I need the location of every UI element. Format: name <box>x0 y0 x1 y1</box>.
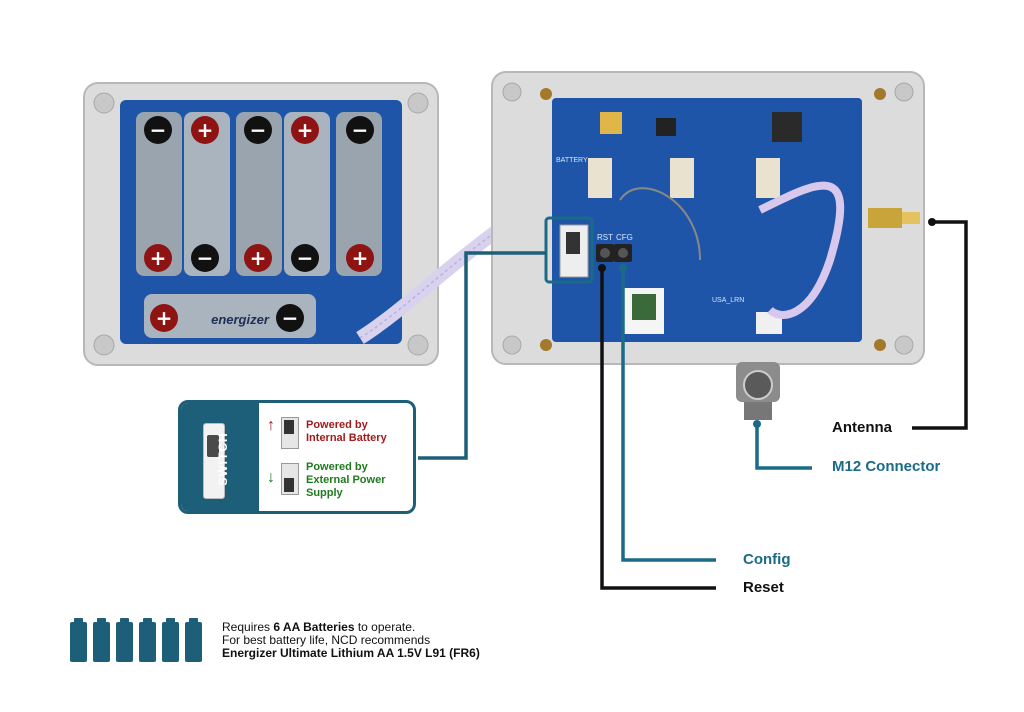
board-battery-text: BATTERY <box>556 157 588 164</box>
battery-enclosure: − + − + − + − + − + + − energizer <box>83 82 439 366</box>
battery-icon <box>70 622 87 662</box>
switch-leader <box>418 251 546 460</box>
board-model-text: USA_LRN <box>712 297 744 304</box>
config-label: Config <box>743 551 791 568</box>
m12-leader <box>755 426 812 470</box>
svg-text:−: − <box>282 306 299 330</box>
note-battery-count: 6 AA Batteries <box>273 620 355 634</box>
svg-text:+: + <box>352 246 369 270</box>
note-prefix: Requires <box>222 620 274 634</box>
switch-down-icon <box>281 463 299 495</box>
internal-battery-label: Powered by Internal Battery <box>306 419 387 444</box>
svg-text:+: + <box>156 306 173 330</box>
battery-icon <box>116 622 133 662</box>
svg-text:−: − <box>297 246 314 270</box>
antenna-leader <box>912 220 968 430</box>
svg-text:+: + <box>250 246 267 270</box>
up-arrow-icon: ↑ <box>267 417 275 434</box>
note-battery-model: Energizer Ultimate Lithium AA 1.5V L91 (… <box>222 646 480 660</box>
battery-requirement-note: Requires 6 AA Batteries to operate. For … <box>222 621 480 660</box>
battery-cells <box>136 112 382 338</box>
down-arrow-icon: ↓ <box>267 469 275 486</box>
reset-leader <box>600 270 716 590</box>
switch-title: SWITCH <box>216 432 230 486</box>
battery-brand-text: energizer <box>211 312 270 327</box>
antenna-label: Antenna <box>832 419 892 436</box>
switch-legend-panel: SWITCH <box>181 403 259 511</box>
board-rst-text: RST <box>597 233 613 242</box>
note-recommendation: For best battery life, NCD recommends <box>222 633 431 647</box>
switch-highlight <box>544 216 594 284</box>
switch-knob <box>207 435 219 457</box>
reset-label: Reset <box>743 579 784 596</box>
main-enclosure: BATTERY RST CFG ncd.io USA_LRN <box>491 71 925 420</box>
svg-text:−: − <box>150 118 167 142</box>
main-pcb <box>552 98 862 342</box>
callout-lines <box>418 216 968 590</box>
battery-icon <box>139 622 156 662</box>
svg-text:−: − <box>250 118 267 142</box>
m12-connector-label: M12 Connector <box>832 458 941 475</box>
svg-text:+: + <box>297 118 314 142</box>
svg-text:+: + <box>197 118 214 142</box>
svg-text:−: − <box>197 246 214 270</box>
battery-icon <box>185 622 202 662</box>
external-power-label: Powered by External Power Supply <box>306 461 386 499</box>
svg-text:−: − <box>352 118 369 142</box>
svg-text:+: + <box>150 246 167 270</box>
antenna-connector-hw <box>868 208 902 228</box>
board-cfg-text: CFG <box>616 233 633 242</box>
switch-up-icon <box>281 417 299 449</box>
terminal-markers: − + − + − + − + − + + − <box>144 116 374 332</box>
battery-icons <box>70 618 208 664</box>
battery-icon <box>162 622 179 662</box>
note-suffix: to operate. <box>354 620 416 634</box>
battery-icon <box>93 622 110 662</box>
switch-legend: SWITCH ↑ Powered by Internal Battery ↓ P… <box>178 400 416 514</box>
config-leader <box>621 270 716 562</box>
